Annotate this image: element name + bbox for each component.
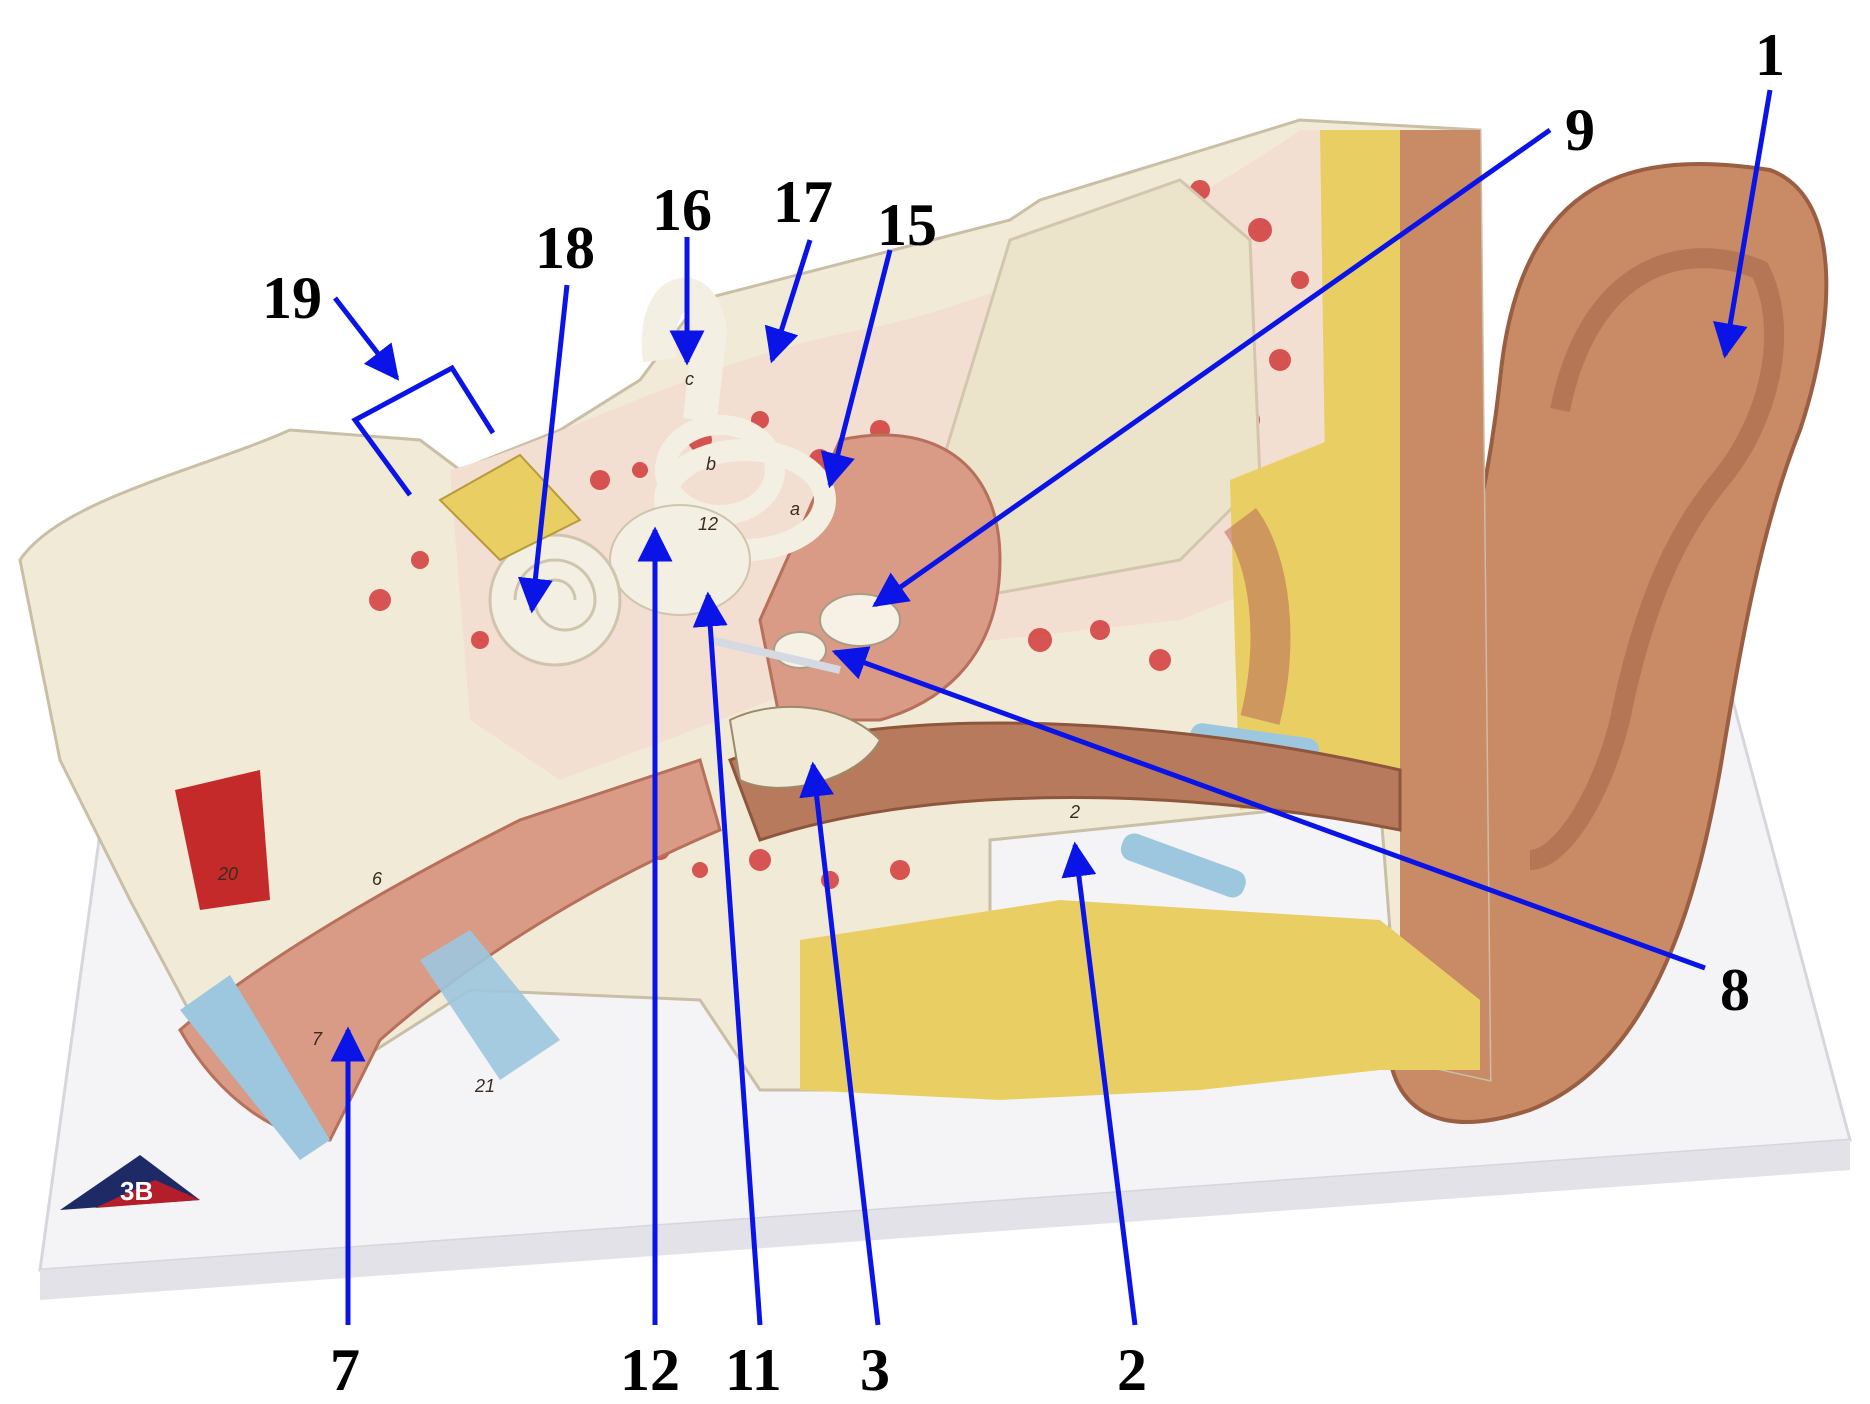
model-marking-6: 6 [372, 869, 383, 889]
callout-3: 3 [799, 761, 890, 1403]
arrow-11 [692, 591, 763, 1326]
callout-16: 16 [652, 177, 712, 366]
arrow-1 [1713, 89, 1773, 359]
label-7: 7 [330, 1337, 360, 1403]
model-marking-12: 12 [698, 514, 718, 534]
arrow-2 [1061, 841, 1138, 1326]
eustachian-tube: 20 21 6 7 [175, 758, 722, 1160]
callout-2: 2 [1061, 841, 1147, 1403]
label-16: 16 [652, 177, 712, 243]
callout-9: 9 [872, 97, 1595, 608]
label-2: 2 [1117, 1337, 1147, 1403]
arrow-17 [764, 239, 813, 364]
callout-1: 1 [1713, 22, 1785, 359]
callout-7: 7 [330, 1026, 366, 1403]
label-1: 1 [1755, 22, 1785, 88]
callout-8: 8 [831, 646, 1750, 1023]
3b-logo: 3B [60, 1155, 200, 1210]
model-marking-21: 21 [474, 1076, 495, 1096]
model-marking-7: 7 [312, 1029, 323, 1049]
model-marking-c: c [685, 369, 694, 389]
label-9: 9 [1565, 97, 1595, 163]
label-18: 18 [535, 215, 595, 281]
arrow-8 [831, 646, 1706, 971]
label-15: 15 [877, 192, 937, 258]
callout-12: 12 [620, 526, 680, 1403]
bracket-19 [351, 364, 496, 497]
label-8: 8 [1720, 957, 1750, 1023]
arrow-15 [820, 249, 893, 489]
logo-text: 3B [120, 1176, 153, 1206]
callout-17: 17 [764, 169, 833, 364]
callout-15: 15 [820, 192, 937, 489]
soft-tissue-layers [800, 130, 1490, 1100]
model-marking-20: 20 [217, 864, 238, 884]
label-12: 12 [620, 1337, 680, 1403]
arrow-19 [333, 296, 400, 381]
label-11: 11 [725, 1337, 782, 1403]
callout-11: 11 [692, 591, 782, 1403]
arrow-18 [517, 284, 570, 614]
model-marking-2: 2 [1069, 802, 1080, 822]
callout-18: 18 [517, 215, 595, 614]
model-marking-b: b [706, 454, 716, 474]
model-marking-a: a [790, 499, 800, 519]
arrow-9 [872, 127, 1552, 608]
label-19: 19 [262, 265, 322, 331]
label-3: 3 [860, 1337, 890, 1403]
callout-19: 19 [262, 265, 496, 497]
ear-canal [728, 721, 1402, 842]
arrow-3 [799, 761, 881, 1326]
label-17: 17 [773, 169, 833, 235]
